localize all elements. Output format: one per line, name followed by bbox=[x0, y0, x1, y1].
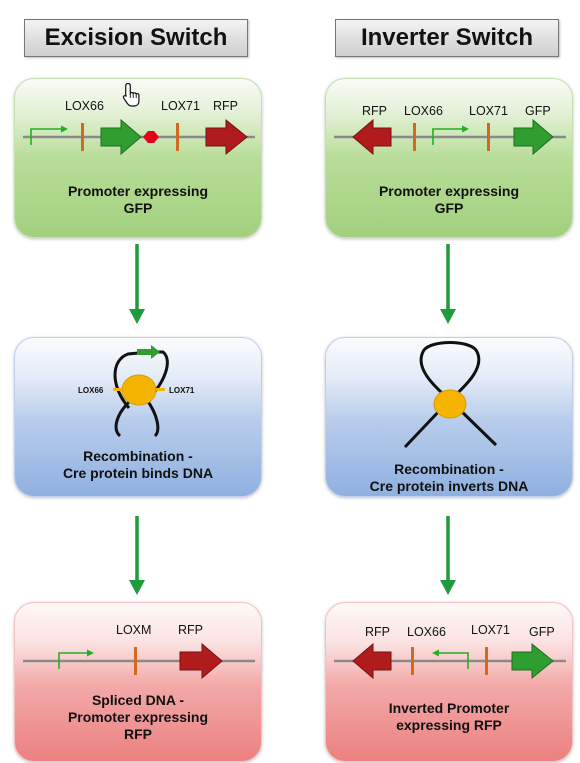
excision-step1-dna: LOX66 LOX71 RFP bbox=[23, 99, 255, 156]
lox66-site bbox=[81, 123, 84, 151]
caption-line-1: Inverted Promoter bbox=[388, 700, 510, 716]
label-gfp: GFP bbox=[525, 104, 551, 118]
dna-loop bbox=[113, 350, 169, 438]
excision-switch-title: Excision Switch bbox=[24, 19, 248, 57]
rfp-gene-arrow-reversed bbox=[352, 642, 392, 680]
promoter-arrow-icon bbox=[30, 125, 68, 145]
excision-step2-recombination: LOX66 LOX71 bbox=[78, 345, 195, 438]
caption-line-1: Promoter expressing bbox=[67, 183, 209, 199]
cre-protein bbox=[433, 389, 467, 419]
label-loxm: LOXM bbox=[116, 623, 151, 637]
caption-line-1: Recombination - bbox=[394, 461, 504, 477]
label-gfp: GFP bbox=[529, 625, 555, 639]
gfp-gene-arrow bbox=[100, 118, 142, 156]
label-rfp: RFP bbox=[362, 104, 387, 118]
label-lox71: LOX71 bbox=[169, 386, 195, 395]
rfp-gene-arrow bbox=[179, 642, 223, 680]
gfp-gene-arrow bbox=[511, 642, 554, 680]
excision-step2-card: LOX66 LOX71 Recombination - Cre protein … bbox=[14, 337, 262, 497]
gfp-gene-arrow bbox=[513, 118, 554, 156]
dna-loop bbox=[403, 341, 498, 449]
rfp-gene-arrow-reversed bbox=[352, 118, 392, 156]
lox71-site bbox=[487, 123, 490, 151]
promoter-arrow-reversed-icon bbox=[432, 649, 469, 669]
promoter-arrow-icon bbox=[58, 649, 94, 669]
rfp-gene-arrow bbox=[205, 118, 248, 156]
caption-line-2: Cre protein binds DNA bbox=[62, 465, 214, 481]
inverter-step1-card: RFP LOX66 LOX71 GFP Promoter expressing … bbox=[325, 78, 573, 238]
cre-protein bbox=[121, 374, 157, 406]
label-lox71: LOX71 bbox=[469, 104, 508, 118]
label-lox66: LOX66 bbox=[404, 104, 443, 118]
caption-line-1: Promoter expressing bbox=[378, 183, 520, 199]
label-rfp: RFP bbox=[213, 99, 238, 113]
inverter-step2-recombination bbox=[403, 341, 498, 449]
caption-line-3: RFP bbox=[124, 726, 152, 742]
flow-arrow-left-2 bbox=[129, 516, 145, 595]
hand-pointer-icon bbox=[122, 82, 140, 107]
caption-line-2: Promoter expressing bbox=[67, 709, 209, 725]
caption-line-1: Spliced DNA - bbox=[91, 692, 185, 708]
promoter-arrow-icon bbox=[432, 125, 469, 145]
excision-step1-caption: Promoter expressing GFP bbox=[15, 183, 261, 217]
caption-line-1: Recombination - bbox=[83, 448, 193, 464]
label-rfp: RFP bbox=[365, 625, 390, 639]
inverter-step1-dna: RFP LOX66 LOX71 GFP bbox=[334, 104, 566, 156]
caption-line-2: GFP bbox=[434, 200, 464, 216]
excision-step3-dna: LOXM RFP bbox=[23, 623, 255, 680]
label-lox66: LOX66 bbox=[78, 386, 104, 395]
loxm-site bbox=[134, 647, 137, 675]
label-lox66: LOX66 bbox=[407, 625, 446, 639]
stop-hexagon bbox=[143, 131, 159, 143]
flow-arrow-right-1 bbox=[440, 244, 456, 324]
inverter-step2-card: Recombination - Cre protein inverts DNA bbox=[325, 337, 573, 497]
inverter-switch-title: Inverter Switch bbox=[335, 19, 559, 57]
lox66-site bbox=[413, 123, 416, 151]
label-lox71: LOX71 bbox=[471, 623, 510, 637]
excision-step3-card: LOXM RFP Spliced DNA - Promoter expressi… bbox=[14, 602, 262, 762]
inverter-step3-caption: Inverted Promoter expressing RFP bbox=[326, 700, 572, 734]
inverter-step3-dna: RFP LOX66 LOX71 GFP bbox=[334, 623, 566, 680]
lox71-site bbox=[485, 647, 488, 675]
lox66-site bbox=[411, 647, 414, 675]
flow-arrow-right-2 bbox=[440, 516, 456, 595]
label-lox71: LOX71 bbox=[161, 99, 200, 113]
label-lox66: LOX66 bbox=[65, 99, 104, 113]
label-rfp: RFP bbox=[178, 623, 203, 637]
excision-step3-caption: Spliced DNA - Promoter expressing RFP bbox=[15, 692, 261, 743]
excision-step2-caption: Recombination - Cre protein binds DNA bbox=[15, 448, 261, 482]
caption-line-2: Cre protein inverts DNA bbox=[369, 478, 529, 494]
inverter-step2-caption: Recombination - Cre protein inverts DNA bbox=[326, 461, 572, 495]
inverter-step1-caption: Promoter expressing GFP bbox=[326, 183, 572, 217]
lox71-site bbox=[176, 123, 179, 151]
caption-line-2: GFP bbox=[123, 200, 153, 216]
gfp-gene-arrow-small bbox=[137, 345, 160, 359]
flow-arrow-left-1 bbox=[129, 244, 145, 324]
inverter-step3-card: RFP LOX66 LOX71 GFP Inverted Promoter ex… bbox=[325, 602, 573, 762]
caption-line-2: expressing RFP bbox=[396, 717, 502, 733]
excision-step1-card: LOX66 LOX71 RFP Promoter expressing GFP bbox=[14, 78, 262, 238]
